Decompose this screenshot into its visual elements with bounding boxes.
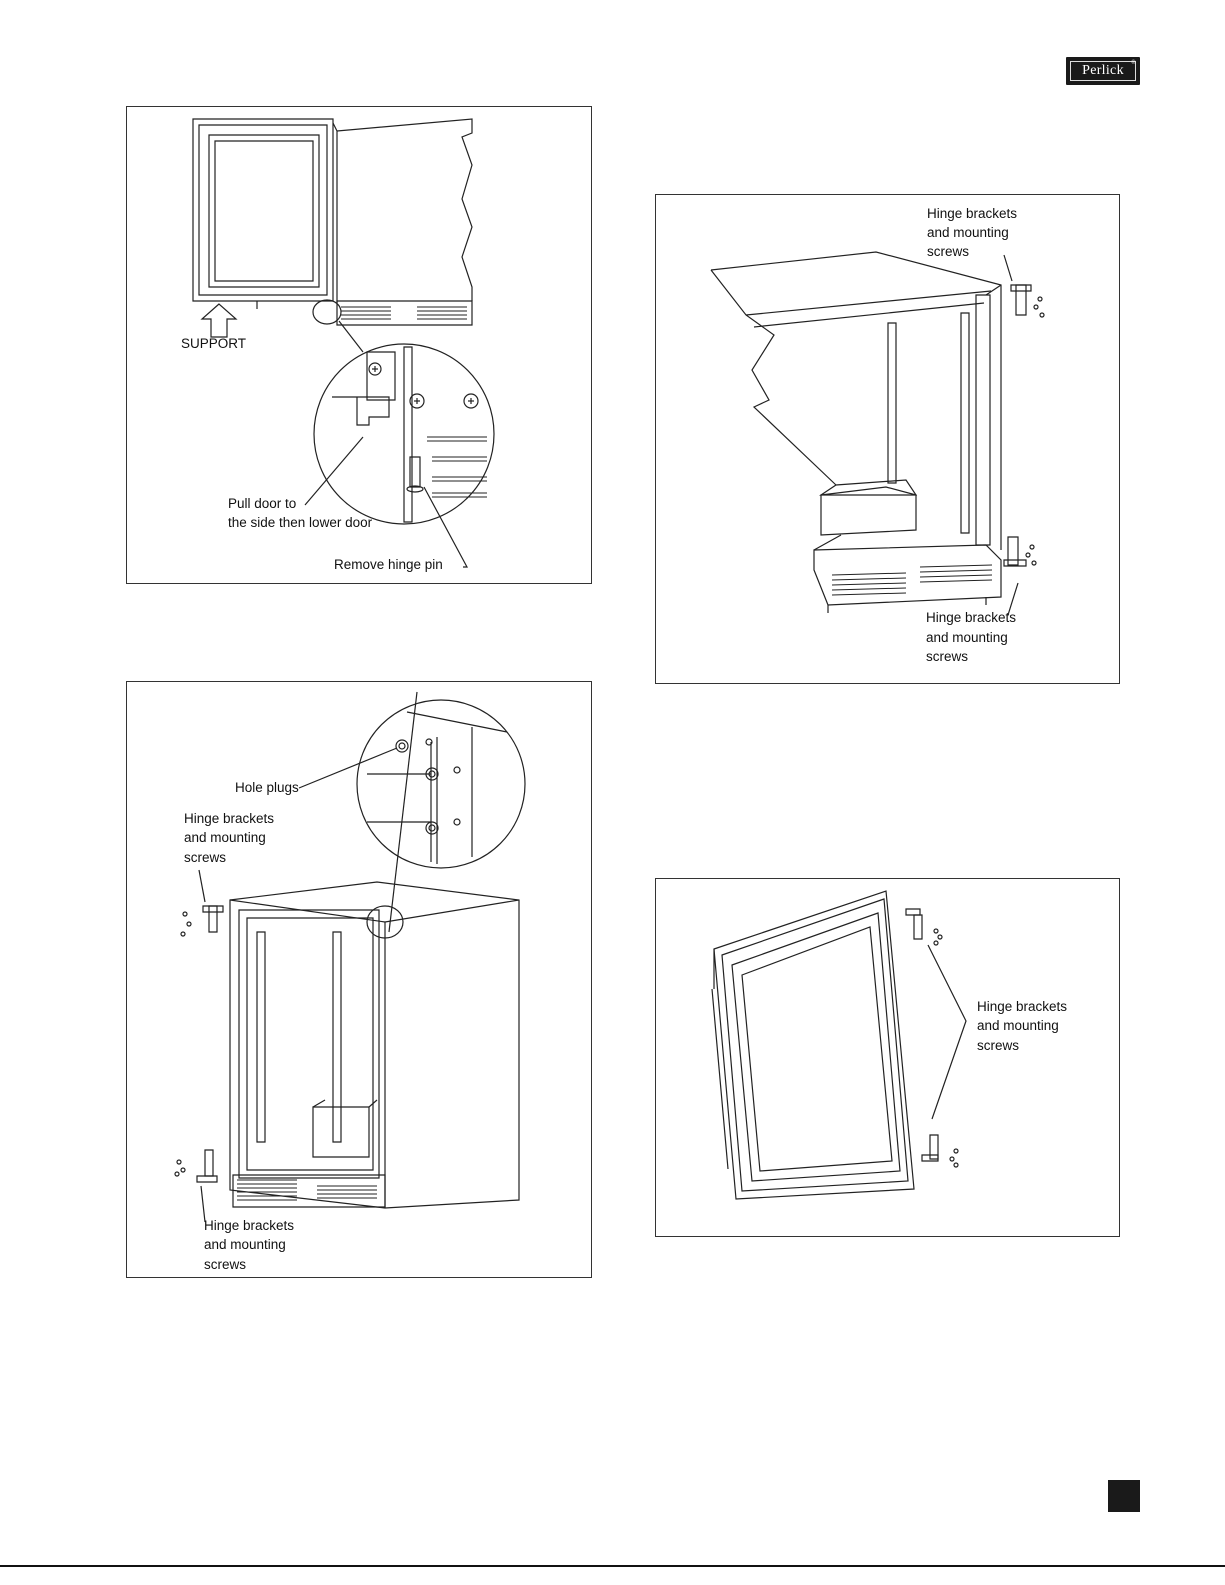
top-hinge-label-line3: screws — [184, 848, 226, 868]
pull-door-label-line2: the side then lower door — [228, 513, 372, 533]
pull-door-label-line1: Pull door to — [228, 494, 296, 514]
door-hinge-illustration — [656, 879, 1121, 1238]
figure-cabinet-hinge: Hole plugs Hinge brackets and mounting s… — [126, 681, 592, 1278]
reinstall-cabinet-illustration — [656, 195, 1121, 685]
top-hinge-label-line1: Hinge brackets — [927, 204, 1017, 224]
perlick-logo: Perlick ® — [1066, 57, 1140, 85]
figure-remove-door: SUPPORT Pull door to the side then lower… — [126, 106, 592, 584]
top-hinge-label-line2: and mounting — [184, 828, 266, 848]
bottom-hinge-label-line2: and mounting — [204, 1235, 286, 1255]
top-hinge-label-line2: and mounting — [927, 223, 1009, 243]
bottom-rule — [0, 1565, 1225, 1567]
door-hinge-label-line2: and mounting — [977, 1016, 1059, 1036]
door-hinge-label-line3: screws — [977, 1036, 1019, 1056]
support-label: SUPPORT — [181, 334, 246, 354]
figure-reinstall-cabinet: Hinge brackets and mounting screws Hinge… — [655, 194, 1120, 684]
bottom-hinge-label-line3: screws — [204, 1255, 246, 1275]
registered-mark: ® — [1131, 60, 1136, 66]
top-hinge-label-line3: screws — [927, 242, 969, 262]
page-number-block — [1108, 1480, 1140, 1512]
bottom-hinge-label-line2: and mounting — [926, 628, 1008, 648]
remove-hinge-pin-label: Remove hinge pin — [334, 555, 443, 575]
cabinet-hinge-illustration — [127, 682, 593, 1279]
logo-text: Perlick — [1082, 63, 1124, 79]
bottom-hinge-label-line3: screws — [926, 647, 968, 667]
hole-plugs-label: Hole plugs — [235, 778, 299, 798]
figure-door-hinge: Hinge brackets and mounting screws — [655, 878, 1120, 1237]
bottom-hinge-label-line1: Hinge brackets — [204, 1216, 294, 1236]
bottom-hinge-label-line1: Hinge brackets — [926, 608, 1016, 628]
door-hinge-label-line1: Hinge brackets — [977, 997, 1067, 1017]
top-hinge-label-line1: Hinge brackets — [184, 809, 274, 829]
